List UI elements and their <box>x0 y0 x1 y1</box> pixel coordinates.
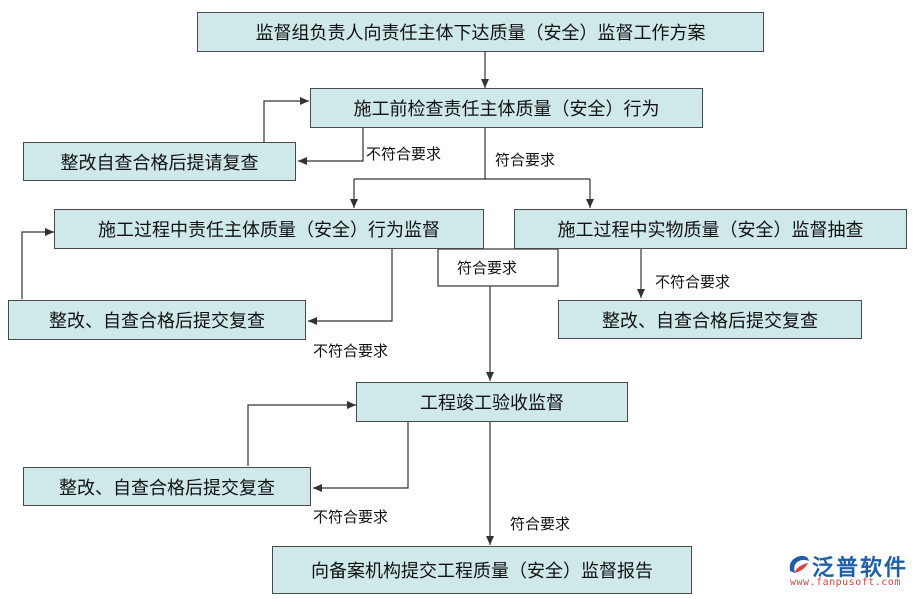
rectify-request-box: 整改自查合格后提请复查 <box>23 142 296 181</box>
pass-label-bottom: 符合要求 <box>510 515 571 533</box>
task-plan-box: 监督组负责人向责任主体下达质量（安全）监督工作方案 <box>197 12 764 52</box>
logo-url: www.fanpusoft.com <box>790 577 901 588</box>
logo-name: 泛普软件 <box>812 556 909 581</box>
rectify-submit-bottom-box: 整改、自查合格后提交复查 <box>23 467 311 506</box>
completion-acceptance-box: 工程竣工验收监督 <box>356 382 628 422</box>
pre-construction-check-box: 施工前检查责任主体质量（安全）行为 <box>310 88 703 128</box>
fail-label-bottom: 不符合要求 <box>313 508 389 526</box>
pass-label-1: 符合要求 <box>495 151 556 169</box>
logo-mark-icon <box>789 555 809 573</box>
rectify-submit-left-box: 整改、自查合格后提交复查 <box>8 300 306 340</box>
fanpusoft-logo: 泛普软件 www.fanpusoft.com <box>786 549 910 593</box>
final-report-box: 向备案机构提交工程质量（安全）监督报告 <box>272 546 692 594</box>
fail-label-right: 不符合要求 <box>655 273 731 291</box>
pass-label-mid: 符合要求 <box>457 259 518 277</box>
rectify-submit-right-box: 整改、自查合格后提交复查 <box>558 300 862 339</box>
physical-quality-inspection-box: 施工过程中实物质量（安全）监督抽查 <box>514 209 907 249</box>
fail-label-left: 不符合要求 <box>313 342 389 360</box>
fail-label-1: 不符合要求 <box>366 145 442 163</box>
process-behavior-supervision-box: 施工过程中责任主体质量（安全）行为监督 <box>54 209 484 249</box>
